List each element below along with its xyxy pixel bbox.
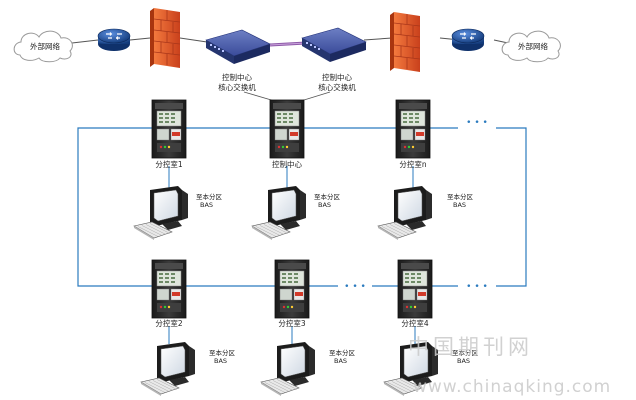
- svg-text:核心交换机: 核心交换机: [218, 82, 256, 92]
- external-network-right-label: 外部网络: [518, 41, 548, 51]
- watermark-url: www.chinaqking.com: [413, 377, 611, 397]
- top-network-links: [71, 37, 509, 44]
- bas-label-sub3: 至本分区 BAS: [329, 348, 356, 365]
- watermark-cn: 中国期刊网: [408, 335, 533, 359]
- bas-label-control-center: 至本分区 BAS: [314, 192, 341, 209]
- external-network-right: 外部网络: [501, 30, 561, 63]
- core-switch-trunk: [269, 41, 307, 47]
- svg-text:至本分区: 至本分区: [209, 348, 236, 357]
- svg-text:BAS: BAS: [457, 357, 470, 365]
- cabinet-sub3: 分控室3: [274, 259, 310, 328]
- cabinet-sub4-label: 分控室4: [401, 318, 428, 328]
- firewall-right: [389, 11, 421, 73]
- bas-label-sub1: 至本分区 BAS: [196, 192, 223, 209]
- svg-text:BAS: BAS: [453, 201, 466, 209]
- svg-text:至本分区: 至本分区: [196, 192, 223, 201]
- bas-label-sub4: 至本分区 BAS: [452, 348, 479, 365]
- ring-ellipsis-bottom-mid: • • •: [344, 282, 366, 292]
- cabinet-sub3-label: 分控室3: [278, 318, 305, 328]
- svg-text:至本分区: 至本分区: [314, 192, 341, 201]
- workstation-control-center: [251, 185, 307, 241]
- svg-text:核心交换机: 核心交换机: [318, 82, 356, 92]
- svg-text:至本分区: 至本分区: [452, 348, 479, 357]
- external-network-left-label: 外部网络: [30, 41, 60, 51]
- cabinet-sub1: 分控室1: [151, 99, 187, 169]
- bas-label-subn: 至本分区 BAS: [447, 192, 474, 209]
- svg-text:至本分区: 至本分区: [447, 192, 474, 201]
- svg-text:BAS: BAS: [200, 201, 213, 209]
- cabinet-sub2-label: 分控室2: [155, 318, 182, 328]
- core-switch-left: [205, 29, 271, 65]
- cabinet-subn-label: 分控室n: [399, 159, 426, 169]
- cabinet-drop-lines: [168, 166, 416, 344]
- ring-ellipsis-bottom-right: • • •: [466, 282, 488, 292]
- firewall-left: [149, 7, 181, 69]
- workstation-sub3: [260, 341, 316, 397]
- svg-text:控制中心: 控制中心: [222, 72, 252, 82]
- bas-label-sub2: 至本分区 BAS: [209, 348, 236, 365]
- cabinet-subn: 分控室n: [395, 99, 431, 169]
- svg-text:至本分区: 至本分区: [329, 348, 356, 357]
- router-right: [451, 28, 485, 52]
- workstation-subn: [377, 185, 433, 241]
- external-network-left: 外部网络: [13, 30, 73, 63]
- ring-network: [77, 127, 527, 287]
- watermark: 中国期刊网 www.chinaqking.com: [408, 335, 611, 397]
- router-left: [97, 28, 131, 52]
- svg-text:控制中心: 控制中心: [322, 72, 352, 82]
- cabinet-sub4: 分控室4: [397, 259, 433, 328]
- ring-ellipsis-top-right: • • •: [466, 118, 488, 128]
- svg-text:BAS: BAS: [334, 357, 347, 365]
- cabinet-sub2: 分控室2: [151, 259, 187, 328]
- core-switch-right-label: 控制中心 核心交换机: [318, 72, 356, 92]
- svg-text:BAS: BAS: [318, 201, 331, 209]
- core-switch-left-label: 控制中心 核心交换机: [218, 72, 256, 92]
- workstation-sub1: [133, 185, 189, 241]
- core-switch-right: [301, 27, 367, 63]
- cabinet-control-center-label: 控制中心: [272, 159, 302, 169]
- workstation-sub2: [140, 341, 196, 397]
- svg-text:BAS: BAS: [214, 357, 227, 365]
- cabinet-control-center: 控制中心: [269, 99, 305, 169]
- cabinet-sub1-label: 分控室1: [155, 159, 182, 169]
